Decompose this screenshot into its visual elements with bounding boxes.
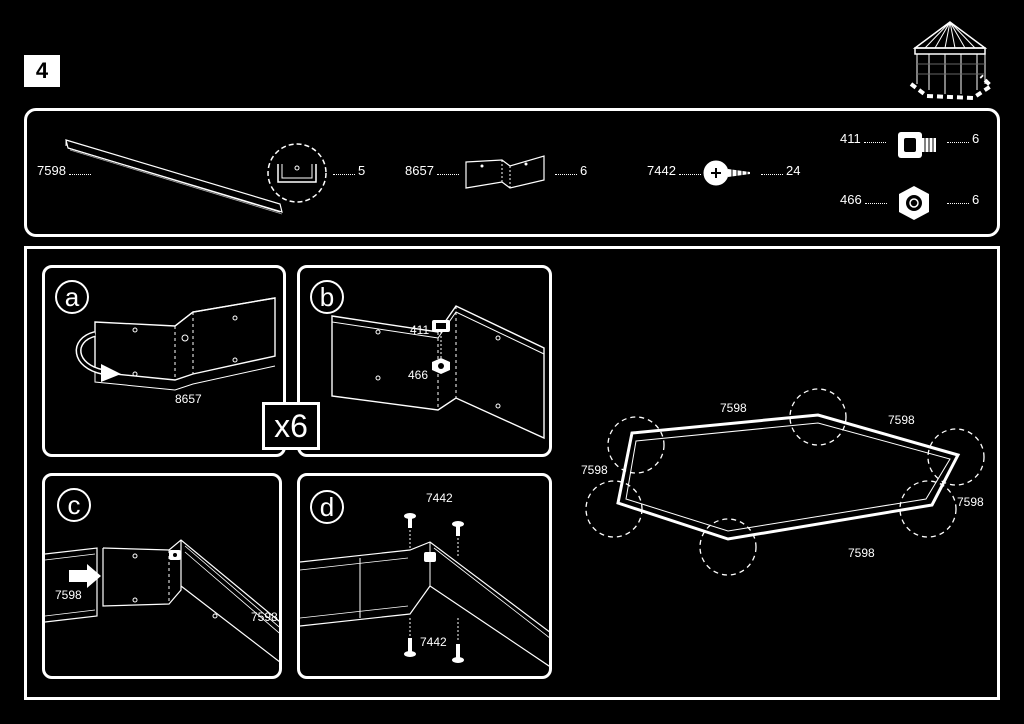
panel-a: a 8657 — [42, 265, 286, 457]
overview-label-right: 7598 — [957, 495, 984, 509]
panel-d-bottom-screw-label: 7442 — [420, 635, 447, 649]
overview-label-left: 7598 — [581, 463, 608, 477]
panel-d-top-screw-label: 7442 — [426, 491, 453, 505]
part-qty-411: 6 — [944, 131, 979, 146]
parts-box — [24, 108, 1000, 237]
panel-b-letter: b — [310, 280, 344, 314]
joint-circle-6 — [585, 480, 643, 538]
panel-a-letter: a — [55, 280, 89, 314]
rail-detail-magnifier — [267, 143, 327, 203]
joint-circle-3 — [927, 428, 985, 486]
part-code-7442: 7442 — [647, 163, 704, 178]
rail-7598-drawing — [65, 139, 283, 215]
panel-b-nut-label: 466 — [408, 368, 429, 382]
part-qty-8657: 6 — [552, 163, 587, 178]
panel-b-bolt-label: 411 — [410, 323, 430, 337]
part-code-8657: 8657 — [405, 163, 462, 178]
part-code-466: 466 — [840, 192, 890, 207]
part-qty-7598: 5 — [330, 163, 365, 178]
panel-a-part-label: 8657 — [175, 392, 202, 406]
joint-circle-4 — [899, 480, 957, 538]
part-code-411: 411 — [840, 131, 889, 146]
nut-466-icon — [899, 186, 929, 220]
assembly-box — [24, 246, 1000, 700]
joint-circle-1 — [607, 416, 665, 474]
repeat-multiplier-badge: x6 — [262, 402, 320, 450]
step-number: 4 — [24, 55, 60, 87]
part-qty-7442: 24 — [758, 163, 800, 178]
bracket-8657-drawing — [465, 155, 545, 189]
joint-circle-2 — [789, 388, 847, 446]
bolt-411-icon — [898, 132, 936, 158]
overview-label-top-right: 7598 — [888, 413, 915, 427]
panel-d: d 7442 7442 — [297, 473, 552, 679]
overview-label-bottom: 7598 — [848, 546, 875, 560]
screw-7442-icon — [703, 160, 750, 186]
panel-c-left-rail-label: 7598 — [55, 588, 82, 602]
hexagon-frame-overview — [585, 388, 985, 576]
panel-b-bracket-drawing — [331, 305, 545, 440]
panel-c-rail-join-drawing — [45, 539, 279, 663]
panel-d-screw-fix-drawing — [300, 513, 549, 667]
panel-c: c 7598 7598 — [42, 473, 282, 679]
panel-c-right-rail-label: 7598 — [251, 610, 278, 624]
overview-label-top: 7598 — [720, 401, 747, 415]
panel-b: b 411 466 — [297, 265, 552, 457]
part-qty-466: 6 — [944, 192, 979, 207]
joint-circle-5 — [699, 518, 757, 576]
panel-a-bracket-drawing — [75, 297, 276, 391]
part-code-7598: 7598 — [37, 163, 94, 178]
panel-c-letter: c — [57, 488, 91, 522]
gazebo-thumbnail-icon — [909, 21, 995, 101]
panel-d-letter: d — [310, 490, 344, 524]
